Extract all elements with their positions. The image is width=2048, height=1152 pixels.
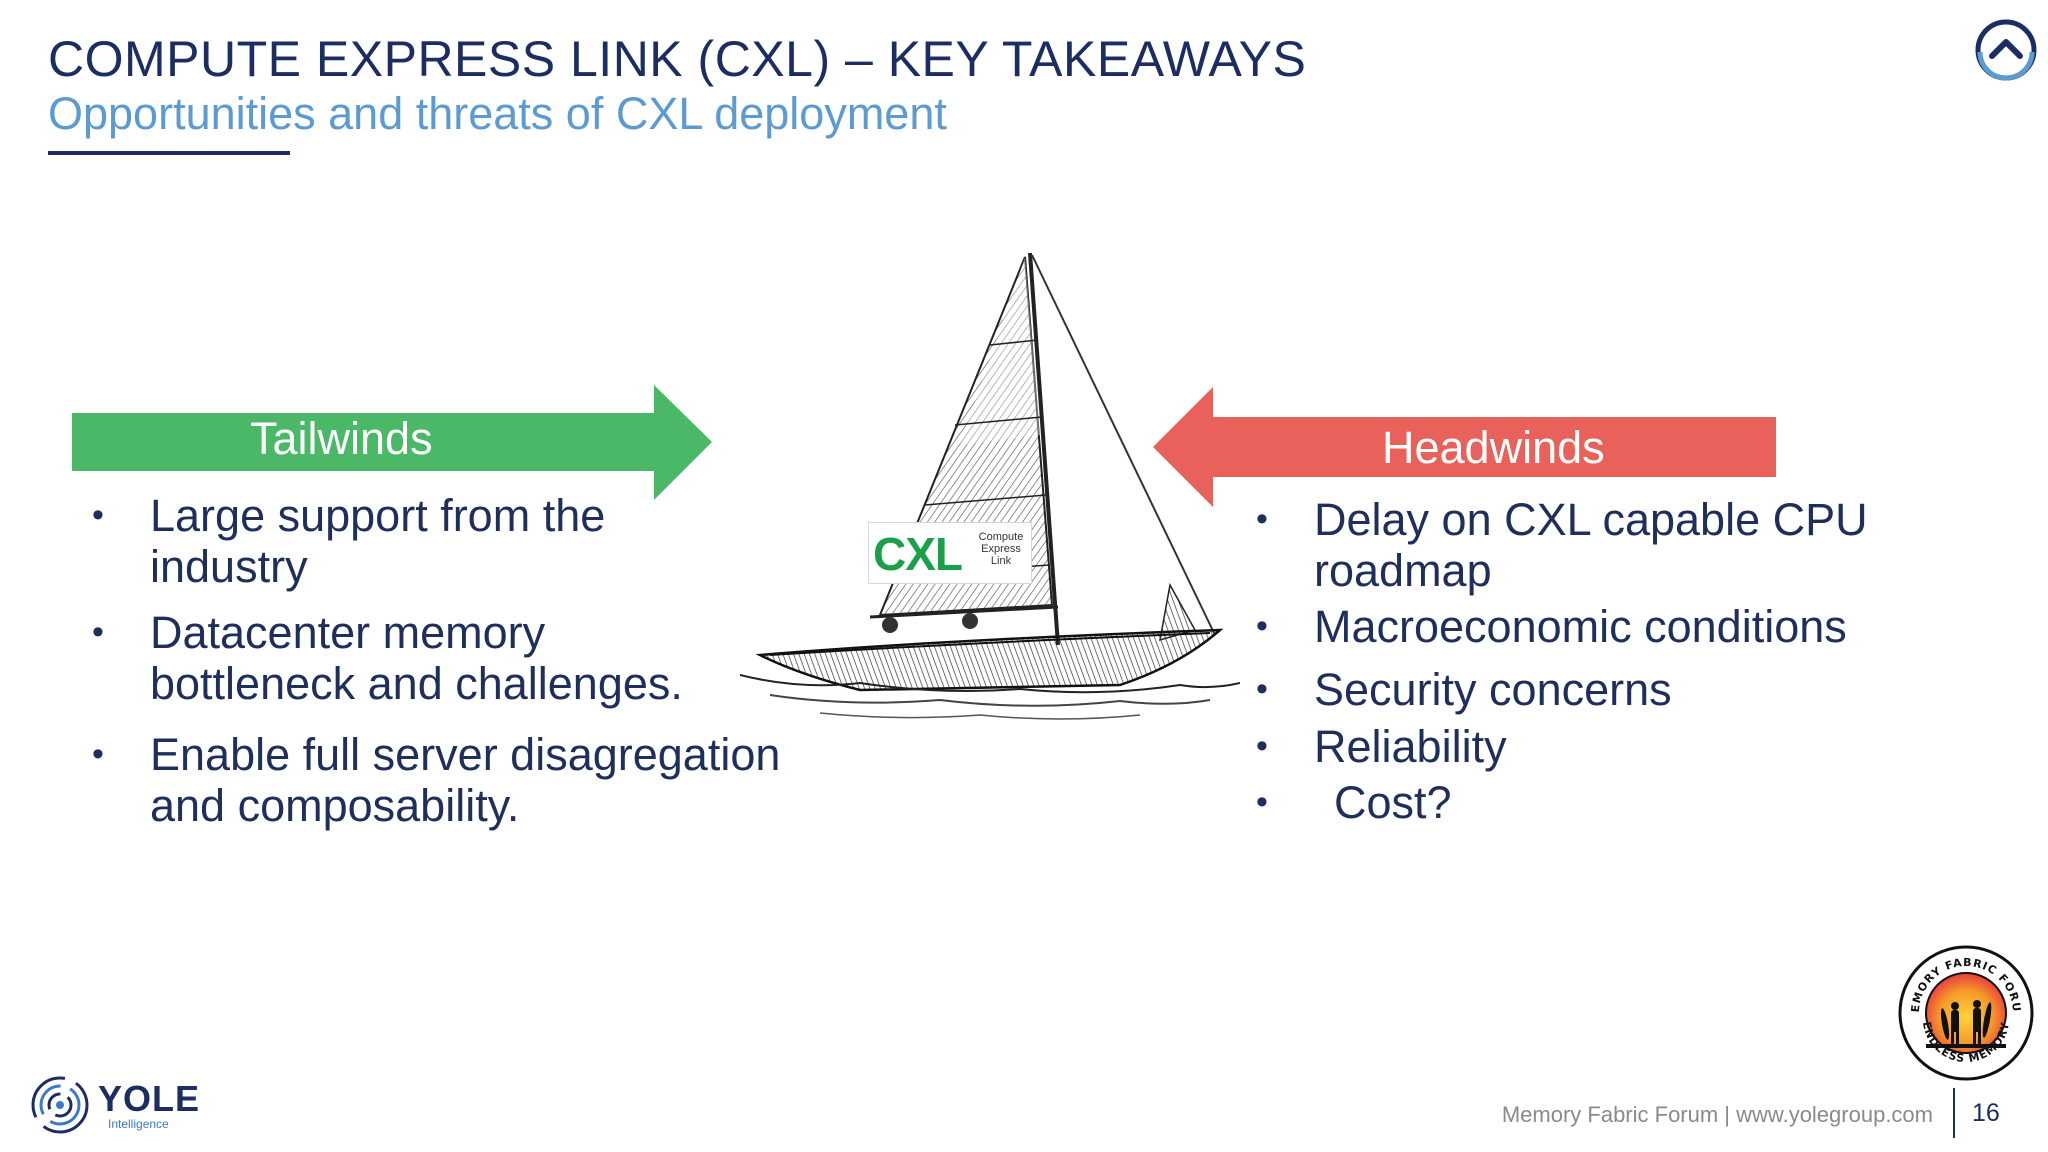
list-item: • Enable full server disagregation and c… (92, 729, 781, 831)
headwinds-label: Headwinds (1382, 422, 1605, 473)
bullet-dot: • (92, 496, 104, 534)
footer-divider (1953, 1088, 1955, 1138)
list-item: • Macroeconomic conditions (1256, 601, 1847, 652)
headwinds-arrow (1153, 387, 1776, 507)
bullet-dot: • (92, 735, 104, 773)
list-item: • Security concerns (1256, 664, 1672, 715)
tailwinds-list: • Large support from the industry • Data… (92, 490, 781, 831)
yole-wordmark: YOLE (98, 1078, 201, 1119)
page-title: COMPUTE EXPRESS LINK (CXL) – KEY TAKEAWA… (48, 31, 1307, 87)
yole-logo-icon (31, 1076, 89, 1134)
yole-subtext: Intelligence (108, 1117, 169, 1131)
list-item: • Large support from the industry (92, 490, 606, 592)
list-item: • Reliability (1256, 721, 1507, 772)
chevron-up-circle-icon[interactable] (1974, 18, 2038, 82)
page-number: 16 (1972, 1099, 2000, 1127)
footer-text: Memory Fabric Forum | www.yolegroup.com (1501, 1102, 1933, 1127)
tailwinds-arrow (72, 385, 712, 500)
cxl-logo: CXL Compute Express Link (868, 522, 1032, 584)
list-item: • Delay on CXL capable CPU roadmap (1256, 494, 1868, 596)
sailboat-illustration (740, 252, 1240, 720)
memory-fabric-forum-seal: MEMORY FABRIC FORUM ENDLESS MEMORY (1897, 944, 2034, 1081)
bullet-dot: • (1256, 783, 1268, 821)
bullet-dot: • (92, 613, 104, 651)
list-item: • Cost? (1256, 777, 1452, 828)
headwinds-list: • Delay on CXL capable CPU roadmap • Mac… (1256, 494, 1868, 828)
list-item: • Datacenter memory bottleneck and chall… (92, 607, 683, 709)
bullet-dot: • (1256, 607, 1268, 645)
tailwinds-label: Tailwinds (250, 413, 433, 464)
title-underline (48, 151, 290, 155)
bullet-dot: • (1256, 727, 1268, 765)
bullet-dot: • (1256, 500, 1268, 538)
bullet-dot: • (1256, 670, 1268, 708)
page-subtitle: Opportunities and threats of CXL deploym… (48, 88, 947, 139)
